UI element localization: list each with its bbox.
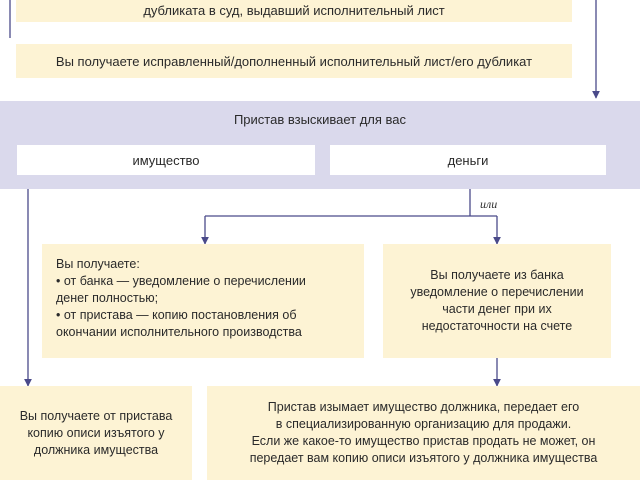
received-duplicate-text: Вы получаете исправленный/дополненный ис…	[55, 53, 533, 69]
seizure-sale-line-1: Пристав изымает имущество должника, пере…	[267, 400, 580, 414]
seizure-sale-line-2: в специализированную организацию для про…	[275, 417, 572, 431]
seizure-sale-line-4: передает вам копию описи изъятого у долж…	[249, 451, 598, 465]
partial-payment-box: Вы получаете из банка уведомление о пере…	[383, 244, 611, 358]
top-cut-box: дубликата в суд, выдавший исполнительный…	[16, 0, 572, 22]
seized-inventory-line-2: копию описи изъятого у	[27, 425, 165, 440]
partial-payment-line-3: части денег при их	[442, 302, 552, 316]
or-label: или	[480, 197, 498, 211]
full-payment-line-1: • от банка — уведомление о перечислении	[56, 274, 306, 288]
full-payment-line-2: денег полностью;	[56, 291, 159, 305]
money-label: деньги	[447, 152, 489, 168]
partial-payment-line-4: недостаточности на счете	[421, 319, 573, 333]
received-duplicate-box: Вы получаете исправленный/дополненный ис…	[16, 44, 572, 78]
partial-payment-line-1: Вы получаете из банка	[430, 268, 564, 282]
seizure-sale-box: Пристав изымает имущество должника, пере…	[207, 386, 640, 480]
seized-inventory-line-3: должника имущества	[33, 442, 159, 457]
property-box: имущество	[17, 145, 315, 175]
seized-inventory-box: Вы получаете от пристава копию описи изъ…	[0, 386, 192, 480]
seized-inventory-line-1: Вы получаете от пристава	[19, 408, 173, 423]
full-payment-box: Вы получаете: • от банка — уведомление о…	[42, 244, 364, 358]
full-payment-line-4: окончании исполнительного производства	[56, 325, 302, 339]
band-title: Пристав взыскивает для вас	[233, 112, 407, 127]
full-payment-line-3: • от пристава — копию постановления об	[56, 308, 297, 322]
full-payment-heading: Вы получаете:	[56, 257, 140, 271]
money-box: деньги	[330, 145, 606, 175]
partial-payment-line-2: уведомление о перечислении	[410, 285, 584, 299]
seizure-sale-line-3: Если же какое-то имущество пристав прода…	[251, 434, 596, 448]
property-label: имущество	[132, 152, 200, 168]
top-cut-text: дубликата в суд, выдавший исполнительный…	[143, 2, 445, 18]
